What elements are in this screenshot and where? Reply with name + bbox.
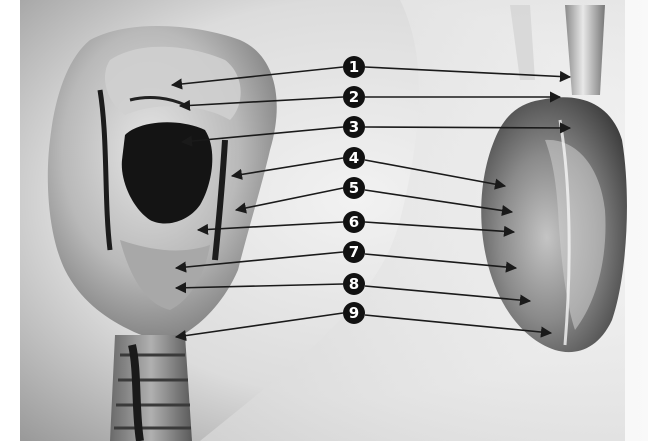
marker-8: 8: [343, 273, 365, 295]
marker-4: 4: [343, 147, 365, 169]
marker-7: 7: [343, 241, 365, 263]
marker-1: 1: [343, 56, 365, 78]
arrow-3-right: [365, 127, 570, 128]
model-tube: [565, 5, 605, 95]
number-markers: 1 2 3 4 5 6 7 8: [343, 56, 365, 324]
left-margin: [0, 0, 20, 441]
marker-2-label: 2: [349, 88, 359, 106]
marker-3: 3: [343, 116, 365, 138]
marker-1-label: 1: [349, 58, 359, 76]
marker-5: 5: [343, 177, 365, 199]
marker-7-label: 7: [349, 243, 359, 261]
marker-3-label: 3: [349, 118, 359, 136]
marker-6-label: 6: [349, 213, 359, 231]
marker-2: 2: [343, 86, 365, 108]
marker-9: 9: [343, 302, 365, 324]
marker-6: 6: [343, 211, 365, 233]
marker-5-label: 5: [349, 179, 359, 197]
marker-8-label: 8: [349, 275, 359, 293]
trachea: [110, 335, 192, 441]
marker-9-label: 9: [349, 304, 359, 322]
marker-4-label: 4: [349, 149, 359, 167]
